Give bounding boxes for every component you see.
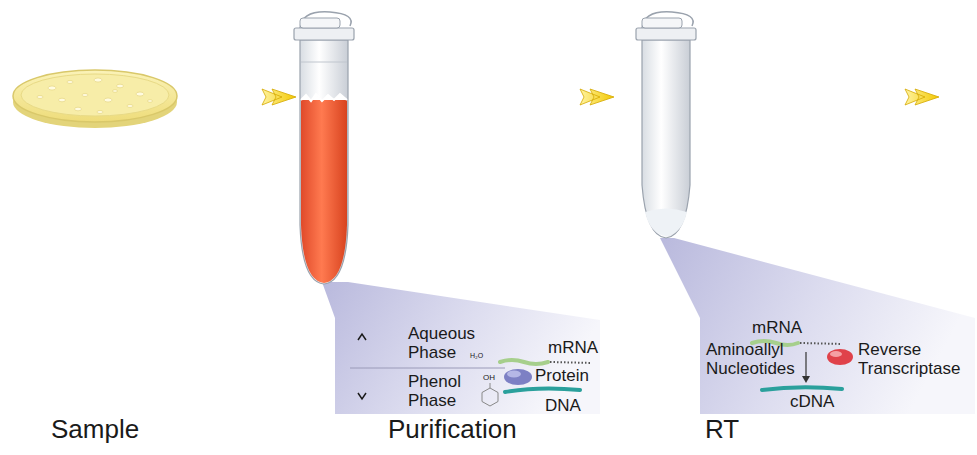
reaction-arrow [802, 352, 810, 383]
callout-text: Reverse Transcriptase [858, 340, 973, 378]
tube [294, 12, 354, 284]
dna-molecule [505, 388, 580, 392]
petri-dish [13, 70, 177, 128]
reverse-transcriptase [827, 349, 853, 365]
stage-label: RT [705, 414, 739, 444]
callout-panel: mRNA Aminoallyl Nucleotides Reverse Transc… [700, 318, 975, 414]
stage-label: Sample [51, 414, 139, 444]
callout-text: mRNA [752, 318, 802, 337]
callout-text: mRNA [548, 338, 598, 357]
chem-label: H₂O [470, 352, 483, 360]
callout-text: Phenol Phase [408, 372, 480, 410]
mrna-molecule [500, 360, 592, 364]
flow-arrow [262, 89, 939, 105]
protein-blob [504, 369, 532, 385]
phenol-ring [482, 383, 498, 406]
callout-text: DNA [545, 396, 581, 415]
callout-text: Aminoallyl Nucleotides [706, 340, 806, 378]
callout-text: Aqueous Phase [408, 324, 480, 362]
stage-label: Purification [388, 414, 517, 444]
callout-text: cDNA [790, 392, 834, 411]
callout-panel: Aqueous Phase mRNA Phenol Phase ProteinDNA [335, 318, 600, 417]
tube [636, 12, 696, 238]
phase-arrows [358, 334, 366, 399]
callout-panel [660, 238, 975, 414]
callout-text: Protein [535, 366, 589, 385]
chem-label: OH [483, 373, 495, 382]
water-molecule [470, 360, 492, 362]
callout-panel [322, 282, 600, 414]
phase-divider [350, 368, 505, 369]
cdna-molecule [762, 387, 842, 390]
